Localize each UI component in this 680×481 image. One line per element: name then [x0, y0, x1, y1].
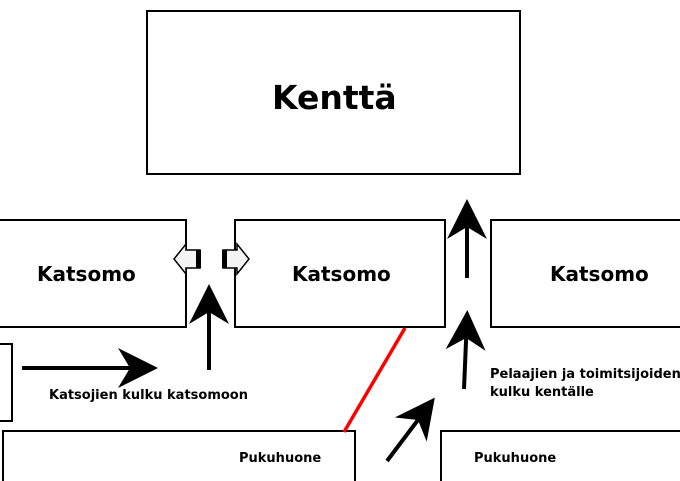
entrance-box	[0, 343, 13, 422]
arrow-players-up-lower	[445, 310, 486, 390]
stand-box-center	[234, 219, 446, 328]
stand-label-center: Katsomo	[292, 262, 391, 286]
field-box	[146, 10, 521, 175]
player-flow-label-line1: Pelaajien ja toimitsijoiden	[490, 367, 680, 382]
gate-left-icon	[173, 241, 201, 277]
locker-room-box-right	[440, 430, 680, 481]
arrow-players-diagonal	[385, 397, 435, 463]
barrier-line	[342, 327, 407, 433]
stand-label-right: Katsomo	[550, 262, 649, 286]
player-flow-label-line2: kulku kentälle	[490, 385, 594, 400]
stand-box-left	[0, 219, 187, 328]
locker-room-box-left	[2, 430, 356, 481]
locker-room-label-left: Pukuhuone	[239, 451, 322, 466]
stand-box-right	[490, 219, 680, 328]
locker-room-label-right: Pukuhuone	[474, 451, 557, 466]
spectator-flow-label: Katsojien kulku katsomoon	[49, 388, 248, 403]
gate-right-icon	[222, 241, 250, 277]
field-label: Kenttä	[272, 78, 397, 117]
stand-label-left: Katsomo	[37, 262, 136, 286]
